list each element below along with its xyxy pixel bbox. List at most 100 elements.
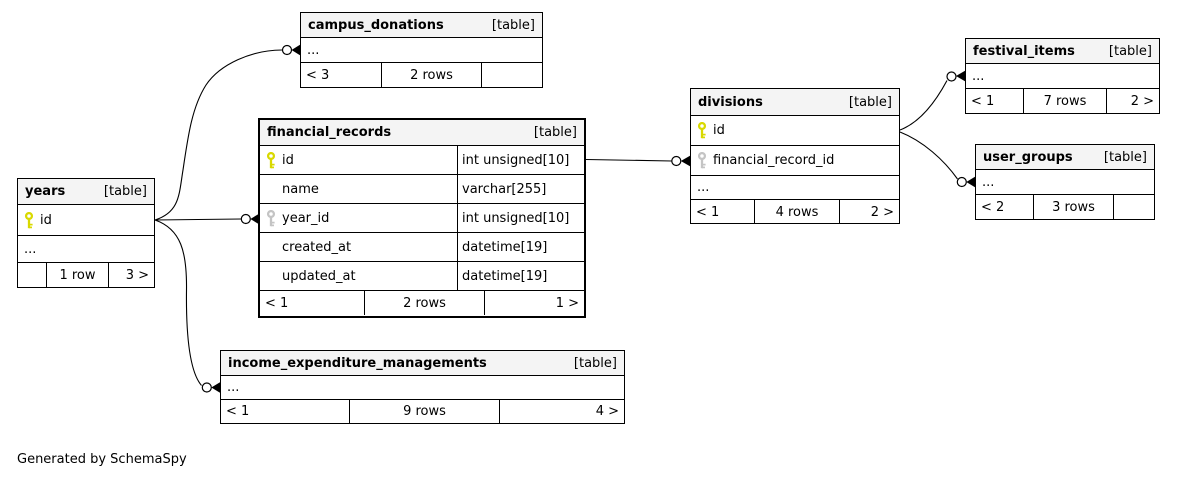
table-name: years xyxy=(25,184,66,199)
column-row-name[interactable]: name varchar[255] xyxy=(260,175,584,204)
stat-children xyxy=(481,63,542,87)
table-name: campus_donations xyxy=(308,17,444,33)
columns-collapsed-row[interactable]: ... xyxy=(301,38,542,63)
table-header[interactable]: divisions [table] xyxy=(691,89,899,116)
ellipsis-label: ... xyxy=(307,42,320,58)
table-header[interactable]: income_expenditure_managements [table] xyxy=(221,351,624,376)
stat-rows: 1 row xyxy=(46,263,108,287)
columns-collapsed-row[interactable]: ... xyxy=(976,170,1154,195)
column-name: financial_record_id xyxy=(713,153,835,168)
stat-rows: 4 rows xyxy=(754,200,839,224)
table-stats: < 2 3 rows xyxy=(976,195,1154,219)
table-stats: < 1 2 rows 1 > xyxy=(260,290,584,315)
column-row-id[interactable]: id int unsigned[10] xyxy=(260,146,584,175)
ellipsis-label: ... xyxy=(972,68,985,84)
ellipsis-label: ... xyxy=(227,380,240,395)
column-name: updated_at xyxy=(282,268,356,284)
table-name: user_groups xyxy=(983,149,1073,165)
table-years[interactable]: years [table] id ... 1 row 3 > xyxy=(17,178,155,288)
stat-rows: 9 rows xyxy=(349,400,499,423)
columns-collapsed-row[interactable]: ... xyxy=(221,376,624,400)
stat-parents xyxy=(18,263,46,287)
stat-rows: 7 rows xyxy=(1023,89,1106,113)
stat-children: 3 > xyxy=(108,263,154,287)
column-name: name xyxy=(282,181,319,197)
table-stats: < 1 9 rows 4 > xyxy=(221,400,624,423)
stat-children: 2 > xyxy=(839,200,899,224)
table-name: income_expenditure_managements xyxy=(228,355,487,371)
table-divisions[interactable]: divisions [table] id xyxy=(690,88,900,224)
table-badge: [table] xyxy=(533,125,577,140)
stat-parents: < 2 xyxy=(981,199,1005,215)
stat-rows: 2 rows xyxy=(364,291,484,315)
column-row-id[interactable]: id xyxy=(691,116,899,146)
edge-divisions-festival-items xyxy=(899,80,948,131)
columns-collapsed-row[interactable]: ... xyxy=(691,176,899,200)
table-badge: [table] xyxy=(491,17,535,33)
column-row-updated-at[interactable]: updated_at datetime[19] xyxy=(260,262,584,291)
primary-key-icon xyxy=(260,151,282,169)
table-header[interactable]: campus_donations [table] xyxy=(301,13,542,38)
column-type: varchar[255] xyxy=(457,175,584,203)
column-row-financial-record-id[interactable]: financial_record_id xyxy=(691,146,899,176)
table-name: festival_items xyxy=(973,43,1075,59)
primary-key-icon xyxy=(18,211,40,229)
columns-collapsed-row[interactable]: ... xyxy=(966,64,1159,89)
table-badge: [table] xyxy=(573,355,617,371)
table-name: financial_records xyxy=(267,125,392,140)
edge-financial-records-divisions xyxy=(585,158,672,162)
stat-parents: < 1 xyxy=(971,93,995,109)
table-header[interactable]: user_groups [table] xyxy=(976,145,1154,170)
foreign-key-icon xyxy=(260,209,282,227)
table-badge: [table] xyxy=(848,94,892,110)
edge-divisions-user-groups xyxy=(899,131,958,180)
column-type: datetime[19] xyxy=(457,262,584,290)
ellipsis-label: ... xyxy=(697,180,710,195)
ellipsis-label: ... xyxy=(24,241,37,257)
table-income-expenditure-managements[interactable]: income_expenditure_managements [table] .… xyxy=(220,350,625,424)
column-name: id xyxy=(40,212,52,228)
column-row-year-id[interactable]: year_id int unsigned[10] xyxy=(260,204,584,233)
table-festival-items[interactable]: festival_items [table] ... < 1 7 rows 2 … xyxy=(965,38,1160,114)
stat-rows: 3 rows xyxy=(1033,195,1113,219)
stat-parents: < 1 xyxy=(226,404,250,419)
stat-rows: 2 rows xyxy=(381,63,481,87)
table-badge: [table] xyxy=(103,184,147,199)
column-row-id[interactable]: id xyxy=(18,205,154,236)
table-name: divisions xyxy=(698,94,763,110)
table-header[interactable]: financial_records [table] xyxy=(260,120,584,146)
column-type: int unsigned[10] xyxy=(457,204,584,232)
column-name: id xyxy=(713,123,725,138)
table-stats: < 3 2 rows xyxy=(301,63,542,87)
table-header[interactable]: festival_items [table] xyxy=(966,39,1159,64)
table-user-groups[interactable]: user_groups [table] ... < 2 3 rows xyxy=(975,144,1155,220)
stat-children: 4 > xyxy=(499,400,624,423)
stat-parents: < 3 xyxy=(306,67,330,83)
edge-years-income-expenditure xyxy=(154,219,202,386)
columns-collapsed-row[interactable]: ... xyxy=(18,236,154,263)
table-header[interactable]: years [table] xyxy=(18,179,154,205)
table-stats: < 1 7 rows 2 > xyxy=(966,89,1159,113)
ellipsis-label: ... xyxy=(982,174,995,190)
stat-children xyxy=(1113,195,1154,219)
table-campus-donations[interactable]: campus_donations [table] ... < 3 2 rows xyxy=(300,12,543,88)
stat-children: 2 > xyxy=(1106,89,1159,113)
table-financial-records[interactable]: financial_records [table] id int unsigne… xyxy=(258,118,586,318)
generated-by-note: Generated by SchemaSpy xyxy=(17,452,187,467)
primary-key-icon xyxy=(691,122,713,139)
stat-children: 1 > xyxy=(484,291,584,315)
table-stats: < 1 4 rows 2 > xyxy=(691,200,899,224)
stat-parents: < 1 xyxy=(265,295,289,311)
foreign-key-icon xyxy=(691,152,713,169)
column-type: int unsigned[10] xyxy=(457,146,584,174)
column-name: year_id xyxy=(282,210,330,226)
stat-parents: < 1 xyxy=(696,204,720,220)
table-badge: [table] xyxy=(1103,149,1147,165)
table-stats: 1 row 3 > xyxy=(18,263,154,287)
edge-years-financial-records xyxy=(154,218,242,221)
column-row-created-at[interactable]: created_at datetime[19] xyxy=(260,233,584,262)
table-badge: [table] xyxy=(1108,43,1152,59)
column-name: created_at xyxy=(282,239,352,255)
column-type: datetime[19] xyxy=(457,233,584,261)
